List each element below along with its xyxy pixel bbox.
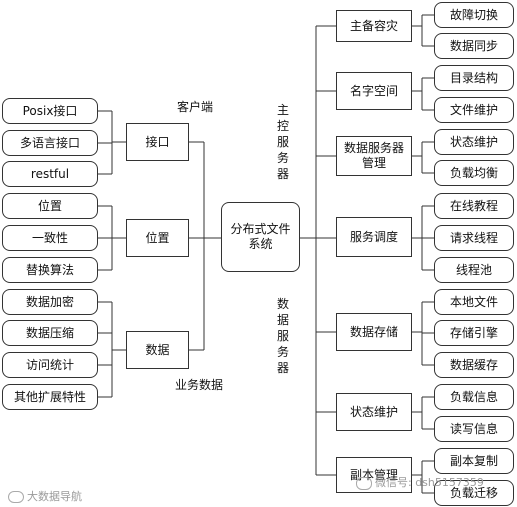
data-server-label: 数据服务器 (276, 297, 289, 375)
item-request-thread: 请求线程 (434, 225, 514, 251)
item-status-maintenance: 状态维护 (434, 129, 514, 155)
item-data-cache: 数据缓存 (434, 352, 514, 378)
group-interface: 接口 (126, 123, 189, 161)
item-replica-copy: 副本复制 (434, 448, 514, 474)
watermark-left: 大数据导航 (8, 488, 82, 504)
business-label: 业务数据 (175, 378, 224, 392)
item-file-maintenance: 文件维护 (434, 97, 514, 123)
group-location: 位置 (126, 219, 189, 257)
item-local-file: 本地文件 (434, 289, 514, 315)
center-label: 分布式文件系统 (230, 222, 291, 251)
group-data: 数据 (126, 331, 189, 369)
item-posix-interface: Posix接口 (2, 98, 98, 124)
item-data-sync: 数据同步 (434, 33, 514, 59)
item-multilang-interface: 多语言接口 (2, 130, 98, 156)
item-location: 位置 (2, 193, 98, 219)
watermark-right: 微信号: dsh5157359 (356, 474, 484, 490)
client-label: 客户端 (177, 100, 214, 114)
master-server-label: 主控服务器 (276, 103, 289, 181)
item-data-encryption: 数据加密 (2, 289, 98, 315)
item-online-tutorial: 在线教程 (434, 193, 514, 219)
group-data-storage: 数据存储 (336, 313, 412, 351)
item-load-migration: 负载迁移 (434, 480, 514, 506)
item-data-compression: 数据压缩 (2, 320, 98, 346)
item-replacement-algorithm: 替换算法 (2, 257, 98, 283)
item-directory-structure: 目录结构 (434, 65, 514, 91)
watermark-logo-icon (8, 491, 24, 503)
wechat-icon (356, 476, 372, 490)
item-storage-engine: 存储引擎 (434, 320, 514, 346)
item-consistency: 一致性 (2, 225, 98, 251)
item-restful: restful (2, 161, 98, 187)
group-namespace: 名字空间 (336, 72, 412, 110)
center-node: 分布式文件系统 (221, 202, 300, 272)
item-failover: 故障切换 (434, 2, 514, 28)
item-load-info: 负载信息 (434, 384, 514, 410)
group-master-standby-dr: 主备容灾 (336, 10, 412, 42)
item-other-extensions: 其他扩展特性 (2, 384, 98, 410)
item-read-write-info: 读写信息 (434, 416, 514, 442)
group-status-maintenance: 状态维护 (336, 393, 412, 431)
item-thread-pool: 线程池 (434, 257, 514, 283)
item-access-statistics: 访问统计 (2, 352, 98, 378)
group-service-scheduling: 服务调度 (336, 217, 412, 257)
group-data-server-management: 数据服务器管理 (336, 136, 412, 176)
group-replica-management: 副本管理 (336, 457, 412, 493)
item-load-balancing: 负载均衡 (434, 160, 514, 186)
